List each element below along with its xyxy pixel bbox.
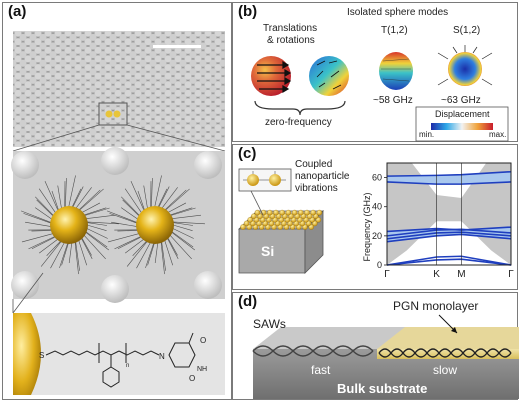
coupled-label-2: nanoparticle <box>295 171 350 182</box>
panel-c: (c) Coupled nanoparticle vibrations Si <box>232 144 518 290</box>
panel-b-title: Isolated sphere modes <box>347 7 449 18</box>
gold-surface <box>13 313 41 395</box>
translation-arrows <box>257 60 292 94</box>
y-tick-label: 60 <box>372 173 382 183</box>
dispersion-branch-7 <box>386 170 512 177</box>
torsional-mode-sphere <box>379 52 413 90</box>
panel-b-label: (b) <box>238 3 258 20</box>
sound-cone-region <box>387 163 511 265</box>
svg-text:n: n <box>126 363 129 369</box>
gold-nanoparticle <box>136 206 174 244</box>
mode1-label: T(1,2) <box>381 25 408 36</box>
y-tick-label: 40 <box>372 202 382 212</box>
dispersion-branch-6 <box>386 181 512 185</box>
dispersion-branch-0 <box>386 258 512 266</box>
dispersion-branch-1 <box>386 255 512 266</box>
colorbar-min: min. <box>419 130 435 139</box>
mode2-label: S(1,2) <box>453 25 481 36</box>
translation-sphere <box>251 56 291 96</box>
dispersion-branch-3 <box>386 231 512 240</box>
mode1-frequency: ~58 GHz <box>373 95 413 106</box>
chart-ylabel: Frequency (GHz) <box>362 192 372 261</box>
fast-label: fast <box>311 363 331 377</box>
slow-saw-wave <box>378 348 512 358</box>
svg-text:O: O <box>200 336 206 345</box>
x-tick-label: Γ <box>384 269 390 280</box>
svg-text:NH: NH <box>197 366 207 373</box>
dispersion-branch-5 <box>386 226 512 233</box>
translations-label: Translations <box>263 23 318 34</box>
zero-frequency-label: zero-frequency <box>265 117 332 128</box>
panel-d: (d) PGN monolayer SAWs fast slow <box>232 292 519 400</box>
spheroidal-mode-sphere <box>448 52 482 86</box>
panel-a-artwork: S n N NH O O <box>11 31 226 395</box>
panel-a-label: (a) <box>8 3 27 20</box>
zoom-box <box>98 102 128 126</box>
y-tick-label: 0 <box>377 260 382 270</box>
x-tick-label: K <box>433 269 440 280</box>
colorbar <box>431 123 493 130</box>
gold-nanoparticle <box>50 206 88 244</box>
chemical-structure: S n N NH O O <box>39 332 207 388</box>
x-tick-label: M <box>457 269 465 280</box>
panel-a: (a) <box>2 2 232 400</box>
highlight-particle <box>113 110 121 118</box>
svg-text:N: N <box>159 352 165 361</box>
pgn-top <box>377 327 519 349</box>
pgn-monolayer <box>377 349 519 359</box>
dispersion-chart: 0 20 40 60Γ K M Γ Frequency (GHz) <box>362 162 514 280</box>
panel-d-artwork <box>252 314 519 399</box>
micrograph-image <box>13 31 225 147</box>
si-label: Si <box>261 243 275 259</box>
panel-c-artwork <box>238 168 324 274</box>
bulk-substrate-label: Bulk substrate <box>337 381 428 396</box>
slow-label: slow <box>433 363 458 377</box>
chart-frame <box>386 162 512 266</box>
scale-bar <box>153 45 201 48</box>
panel-b-artwork <box>251 45 509 142</box>
saws-label: SAWs <box>253 317 286 331</box>
nanoparticle-monolayer <box>240 209 323 230</box>
coupled-label-3: vibrations <box>295 183 338 194</box>
dispersion-branch-2 <box>386 233 512 243</box>
x-tick-label: Γ <box>508 269 514 280</box>
panel-c-label: (c) <box>238 145 257 162</box>
mode2-frequency: ~63 GHz <box>441 95 481 106</box>
rotations-label: & rotations <box>267 35 315 46</box>
spheroidal-spikes <box>437 45 493 86</box>
rotation-sphere <box>309 56 349 96</box>
panel-d-label: (d) <box>238 293 258 310</box>
panel-b: (b) Isolated sphere modes Translations &… <box>232 2 518 142</box>
y-tick-label: 20 <box>372 231 382 241</box>
highlight-particle <box>105 110 113 118</box>
svg-text:O: O <box>189 374 195 383</box>
svg-text:S: S <box>39 351 44 360</box>
coupled-label-1: Coupled <box>295 159 333 170</box>
colorbar-max: max. <box>489 130 507 139</box>
colorbar-title: Displacement <box>435 109 490 119</box>
rotation-arrows <box>316 60 342 90</box>
zero-frequency-brace <box>254 100 346 116</box>
band-fill <box>387 171 511 185</box>
pgn-monolayer-label: PGN monolayer <box>393 299 479 313</box>
